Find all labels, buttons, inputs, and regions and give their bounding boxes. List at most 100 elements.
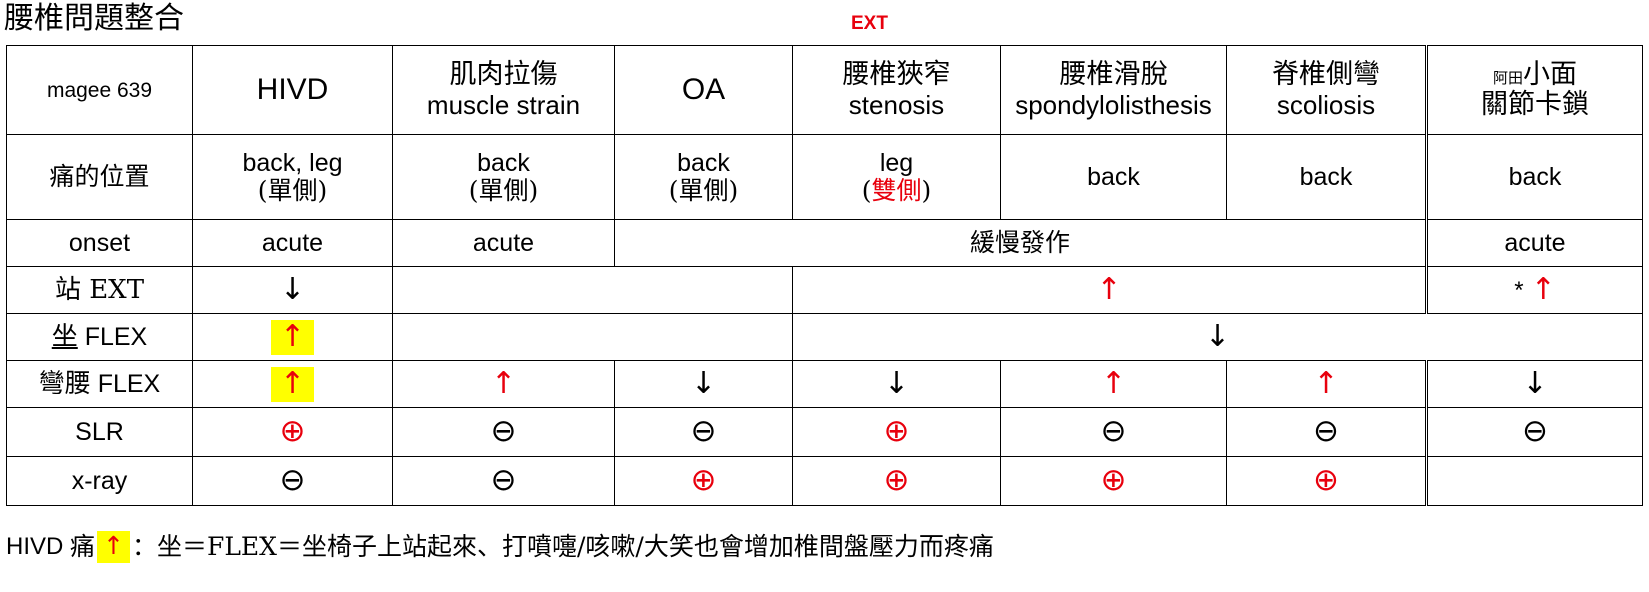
arrow-down-icon: ↓ xyxy=(690,365,717,401)
header-cell-hivd: HIVD xyxy=(192,45,393,135)
circled-minus-icon: ⊖ xyxy=(1522,413,1548,449)
cell-sitflex-down-merged: ↓ xyxy=(792,313,1643,361)
table-row-xray: x-ray ⊖ ⊖ ⊕ ⊕ ⊕ ⊕ xyxy=(6,456,1643,506)
arrow-up-icon: ↑ xyxy=(103,531,124,560)
cell-pain-stenosis: leg (雙側) xyxy=(792,134,1001,220)
header-scoliosis-en: scoliosis xyxy=(1276,89,1376,120)
asterisk-marker: * xyxy=(1514,276,1524,304)
cell-text: 緩慢發作 xyxy=(969,228,1070,257)
table-header-row: magee 639 HIVD 肌肉拉傷 muscle strain OA xyxy=(6,45,1643,135)
cell-standext-up-merged: ↑ xyxy=(792,266,1427,314)
cell-pain-hivd: back, leg (單側) xyxy=(192,134,393,220)
cell-slr-spondy: ⊖ xyxy=(1000,407,1227,457)
cell-line-1: back xyxy=(1508,163,1562,191)
header-oa-en: OA xyxy=(681,73,726,107)
arrow-down-icon: ↓ xyxy=(279,271,306,307)
footer-prefix-zh: 痛 xyxy=(70,532,96,561)
cell-slr-strain: ⊖ xyxy=(392,407,615,457)
rowlabel-onset: onset xyxy=(6,219,193,267)
cell-line-1: leg xyxy=(879,149,914,177)
header-cell-scoliosis: 脊椎側彎 scoliosis xyxy=(1226,45,1427,135)
circled-plus-icon: ⊕ xyxy=(279,413,306,449)
cell-bendflex-stenosis: ↓ xyxy=(792,360,1001,408)
header-facet-annotation: 阿田 xyxy=(1492,68,1523,87)
cell-xray-scoliosis: ⊕ xyxy=(1226,456,1427,506)
cell-pain-strain: back (單側) xyxy=(392,134,615,220)
rowlabel-text: onset xyxy=(68,228,131,257)
header-cell-spondylolisthesis: 腰椎滑脫 spondylolisthesis xyxy=(1000,45,1227,135)
arrow-down-icon: ↓ xyxy=(883,365,910,401)
tag-ext-stenosis: EXT xyxy=(845,14,894,34)
rowlabel-text: 痛的位置 xyxy=(49,162,150,191)
header-cell-muscle-strain: 肌肉拉傷 muscle strain xyxy=(392,45,615,135)
highlight-box: ↑ xyxy=(270,365,315,402)
cell-bendflex-hivd: ↑ xyxy=(192,360,393,408)
arrow-up-icon: ↑ xyxy=(1313,365,1339,401)
cell-standext-blank-merged xyxy=(392,266,793,314)
header-cell-oa: OA xyxy=(614,45,793,135)
highlight-box: ↑ xyxy=(97,531,130,563)
cell-slr-scoliosis: ⊖ xyxy=(1226,407,1427,457)
header-spondy-en: spondylolisthesis xyxy=(1015,89,1212,120)
cell-slr-oa: ⊖ xyxy=(614,407,793,457)
arrow-down-icon: ↓ xyxy=(1522,365,1548,401)
header-facet-zh: 小面 xyxy=(1523,58,1577,90)
rowlabel-xray: x-ray xyxy=(6,456,193,506)
cell-pain-facet: back xyxy=(1425,134,1643,220)
cell-line-1: back xyxy=(477,149,530,177)
rowlabel-pain-location: 痛的位置 xyxy=(6,134,193,220)
rowlabel-text: 彎腰 xyxy=(38,368,91,399)
cell-bendflex-scoliosis: ↑ xyxy=(1226,360,1427,408)
circled-minus-icon: ⊖ xyxy=(490,413,517,449)
table-row-bending-flexion: 彎腰 FLEX ↑ ↑ ↓ ↓ ↑ xyxy=(6,360,1643,408)
cell-bendflex-facet: ↓ xyxy=(1425,360,1643,408)
rowlabel-sitting-flex: 坐 FLEX xyxy=(6,313,193,361)
cell-slr-hivd: ⊕ xyxy=(192,407,393,457)
arrow-down-icon: ↓ xyxy=(1204,318,1231,354)
cell-slr-stenosis: ⊕ xyxy=(792,407,1001,457)
cell-sitflex-blank-merged xyxy=(392,313,793,361)
cell-standext-hivd: ↓ xyxy=(192,266,393,314)
header-strain-zh: 肌肉拉傷 xyxy=(449,59,558,91)
cell-standext-facet: * ↑ xyxy=(1425,266,1643,314)
cell-xray-hivd: ⊖ xyxy=(192,456,393,506)
cell-onset-hivd: acute xyxy=(192,219,393,267)
table-row-pain-location: 痛的位置 back, leg (單側) back (單側) b xyxy=(6,134,1643,220)
cell-line-2: (單側) xyxy=(257,176,328,205)
rowlabel-text: 站 EXT xyxy=(54,274,145,305)
rowlabel-text: x-ray xyxy=(71,466,128,495)
cell-bendflex-strain: ↑ xyxy=(392,360,615,408)
table-row-onset: onset acute acute 緩慢發作 acute xyxy=(6,219,1643,267)
circled-minus-icon: ⊖ xyxy=(490,462,517,498)
cell-sitflex-hivd: ↑ xyxy=(192,313,393,361)
cell-xray-strain: ⊖ xyxy=(392,456,615,506)
cell-line-2: (雙側) xyxy=(861,176,932,205)
circled-plus-icon: ⊕ xyxy=(883,413,910,449)
table-row-slr: SLR ⊕ ⊖ ⊖ ⊕ ⊖ ⊖ xyxy=(6,407,1643,457)
cell-xray-oa: ⊕ xyxy=(614,456,793,506)
circled-minus-icon: ⊖ xyxy=(1313,413,1339,449)
rowlabel-standing-ext: 站 EXT xyxy=(6,266,193,314)
cell-line-1: back, leg xyxy=(242,149,343,177)
table-row-sitting-flexion: 坐 FLEX ↑ ↓ xyxy=(6,313,1643,361)
circled-minus-icon: ⊖ xyxy=(1100,413,1127,449)
arrow-up-icon: ↑ xyxy=(1100,365,1127,401)
cell-bendflex-oa: ↓ xyxy=(614,360,793,408)
cell-line-1: back xyxy=(1087,163,1140,191)
header-strain-en: muscle strain xyxy=(426,89,581,120)
footer-prefix-en: HIVD xyxy=(6,533,64,560)
header-cell-stenosis: 腰椎狹窄 stenosis xyxy=(792,45,1001,135)
cell-onset-gradual-merged: 緩慢發作 xyxy=(614,219,1427,267)
cell-line-2: (單側) xyxy=(668,176,739,205)
cell-text: acute xyxy=(472,228,535,257)
header-hivd-en: HIVD xyxy=(256,73,329,107)
circled-minus-icon: ⊖ xyxy=(279,462,306,498)
rowlabel-text: SLR xyxy=(75,417,124,446)
arrow-up-icon: ↑ xyxy=(279,365,306,401)
circled-plus-icon: ⊕ xyxy=(1313,462,1339,498)
comparison-table: magee 639 HIVD 肌肉拉傷 muscle strain OA xyxy=(6,45,1643,506)
table-row-standing-extension: 站 EXT ↓ ↑ * ↑ xyxy=(6,266,1643,314)
cell-pain-oa: back (單側) xyxy=(614,134,793,220)
cell-xray-stenosis: ⊕ xyxy=(792,456,1001,506)
